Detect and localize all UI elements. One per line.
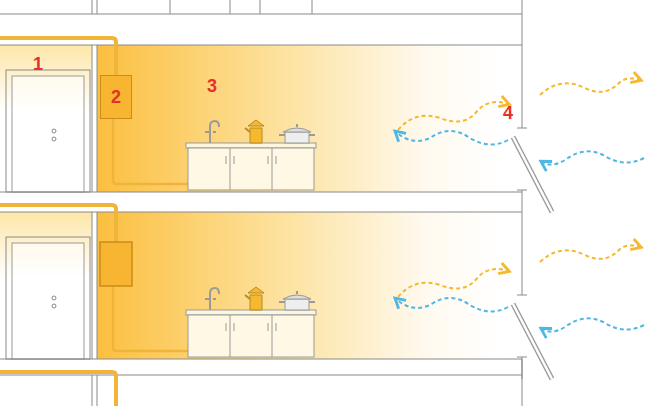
callout-number: 4 bbox=[503, 104, 513, 122]
callout-number: 1 bbox=[33, 55, 43, 73]
callout-number: 3 bbox=[207, 77, 217, 95]
callout-number: 2 bbox=[111, 88, 121, 106]
meter-box: 2 bbox=[100, 75, 132, 119]
